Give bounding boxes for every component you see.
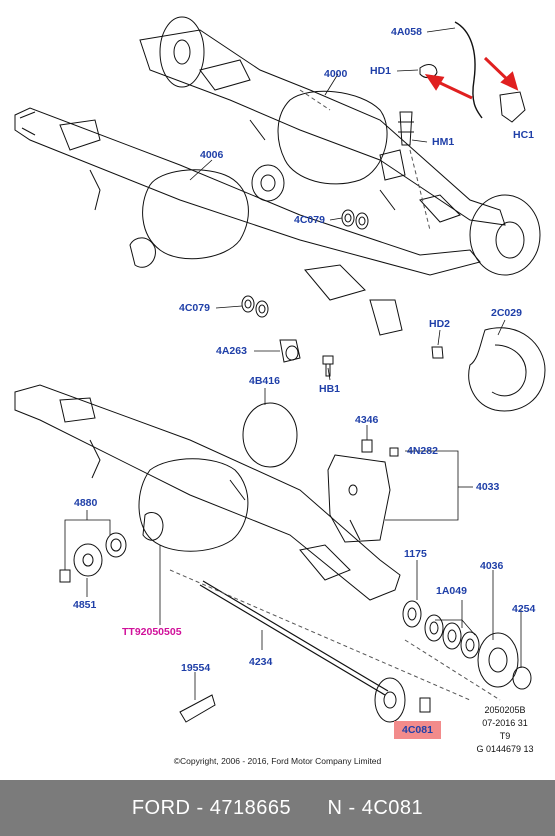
part-label-4880[interactable]: 4880: [74, 497, 98, 509]
part-label-HD1[interactable]: HD1: [370, 65, 392, 77]
footer-n-prefix: N: [327, 796, 343, 819]
part-label-4851[interactable]: 4851: [73, 599, 97, 611]
footer-gap: [291, 797, 327, 820]
part-label-4000[interactable]: 4000: [324, 68, 348, 80]
part-label-4C081-highlighted[interactable]: 4C081: [394, 721, 441, 739]
part-label-HM1[interactable]: HM1: [432, 136, 455, 148]
footer-code: 4C081: [361, 796, 424, 819]
part-label-1175[interactable]: 1175: [404, 548, 427, 560]
footer-brand: FORD: [131, 796, 191, 819]
footer-separator: -: [190, 796, 210, 819]
reference-line-4: G 0144679 13: [476, 744, 534, 754]
part-label-4B416[interactable]: 4B416: [249, 375, 280, 387]
part-label-4234[interactable]: 4234: [249, 656, 273, 668]
copyright-notice: ©Copyright, 2006 - 2016, Ford Motor Comp…: [173, 756, 382, 766]
footer-part-number: 4718665: [209, 796, 292, 819]
part-label-4006[interactable]: 4006: [200, 149, 224, 161]
footer-separator-2: -: [342, 796, 362, 819]
upper-axle-housing: [14, 16, 541, 336]
exploded-parts-diagram: [14, 16, 546, 723]
part-label-19554[interactable]: 19554: [181, 662, 211, 674]
part-label-4346[interactable]: 4346: [355, 414, 379, 426]
part-label-1A049[interactable]: 1A049: [436, 585, 467, 597]
part-label-4A058[interactable]: 4A058: [391, 26, 422, 38]
part-label-4033[interactable]: 4033: [476, 481, 500, 493]
special-tool-label-TT92050505[interactable]: TT92050505: [122, 626, 182, 638]
part-label-HD2[interactable]: HD2: [429, 318, 451, 330]
part-label-2C029[interactable]: 2C029: [491, 307, 522, 319]
part-label-4N282[interactable]: 4N282: [407, 445, 438, 457]
part-label-4A263[interactable]: 4A263: [216, 345, 247, 357]
part-label-4C079-upper[interactable]: 4C079: [294, 214, 325, 226]
lower-axle-housing: [14, 384, 401, 601]
part-label-4254[interactable]: 4254: [512, 603, 536, 615]
part-label-4036[interactable]: 4036: [480, 560, 504, 572]
reference-line-2: 07-2016 31: [482, 718, 528, 728]
part-label-HB1[interactable]: HB1: [319, 383, 341, 395]
part-label-4C079-lower[interactable]: 4C079: [179, 302, 210, 314]
part-info-footer: FORD - 4718665 N - 4C081: [0, 780, 555, 836]
arrow-icon: [424, 56, 519, 100]
reference-line-1: 2050205B: [484, 705, 526, 715]
reference-line-3: T9: [499, 731, 511, 741]
part-label-HC1[interactable]: HC1: [513, 129, 535, 141]
